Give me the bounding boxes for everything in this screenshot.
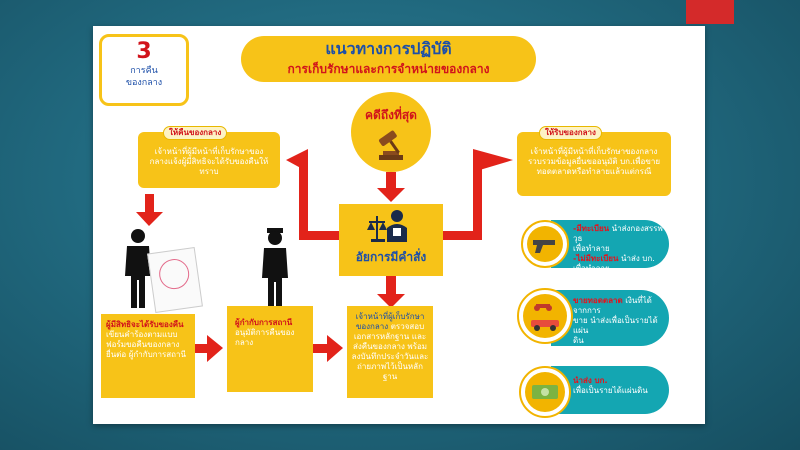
item2-l2: ขาย นำส่งเพื่อเป็นรายได้แผ่น bbox=[573, 316, 658, 335]
badge-line2: ของกลาง bbox=[125, 78, 163, 88]
step-return-box: เจ้าหน้าที่ผู้เก็บรักษาของกลาง ตรวจสอบเอ… bbox=[347, 306, 433, 398]
step2-text: อนุมัติการคืนของกลาง bbox=[235, 328, 295, 347]
step1-highlight: ผู้มีสิทธิจะได้รับของคืน bbox=[106, 320, 184, 329]
prosecutor-icon bbox=[367, 210, 407, 242]
item2-hl1: ขายทอดตลาด bbox=[573, 296, 623, 305]
forfeit-evidence-tag: ให้ริบของกลาง bbox=[539, 126, 602, 140]
arrow-head bbox=[377, 294, 405, 308]
arrow-head bbox=[207, 335, 223, 362]
arrow-shaft bbox=[473, 158, 482, 240]
item1-l3: นำส่ง บก. bbox=[618, 254, 655, 263]
police-officer-icon bbox=[262, 228, 288, 308]
arrow-head bbox=[377, 188, 405, 202]
arrow-shaft bbox=[193, 344, 209, 353]
step1-text: เขียนคำร้องตามแบบฟอร์มขอคืนของกลาง ยื่นต… bbox=[106, 330, 186, 359]
item3-hl1: นำส่ง บก. bbox=[573, 376, 608, 385]
request-form-image bbox=[147, 246, 203, 314]
vehicle-icon bbox=[517, 288, 573, 344]
item1-hl3: -ไม่มีทะเบียน bbox=[573, 254, 619, 263]
prosecutor-order-node: อัยการมีคำสั่ง bbox=[339, 204, 443, 276]
badge-number: 3 bbox=[136, 39, 152, 64]
final-judgment-node: คดีถึงที่สุด bbox=[351, 92, 431, 172]
step3-text: ตรวจสอบเอกสารหลักฐาน และส่งคืนของกลาง พร… bbox=[351, 322, 429, 381]
item1-l4: เพื่อทำลาย bbox=[573, 264, 610, 273]
step-approval-box: ผู้กำกับการสถานี อนุมัติการคืนของกลาง bbox=[227, 306, 313, 392]
arrow-head bbox=[327, 335, 343, 362]
person-icon bbox=[125, 229, 151, 308]
forfeit-item-firearms: -มีทะเบียน นำส่งกองสรรพวุธ เพื่อทำลาย -ไ… bbox=[551, 220, 669, 273]
decorative-red-block bbox=[686, 0, 734, 24]
page-title: แนวทางการปฏิบัติ bbox=[325, 39, 452, 58]
item2-l3: ดิน bbox=[573, 336, 584, 345]
final-judgment-label: คดีถึงที่สุด bbox=[365, 108, 417, 122]
arrow-head bbox=[473, 149, 513, 172]
gavel-icon bbox=[379, 130, 403, 160]
money-icon bbox=[519, 366, 571, 418]
arrow-shaft bbox=[386, 172, 396, 190]
step-petition-box: ผู้มีสิทธิจะได้รับของคืน เขียนคำร้องตามแ… bbox=[101, 314, 195, 398]
arrow-head bbox=[136, 212, 163, 226]
return-evidence-box: เจ้าหน้าที่ผู้มีหน้าที่เก็บรักษาของกลางแ… bbox=[138, 132, 280, 188]
title-banner: แนวทางการปฏิบัติ การเก็บรักษาและการจำหน่… bbox=[241, 36, 536, 82]
step2-highlight: ผู้กำกับการสถานี bbox=[235, 318, 293, 327]
page-subtitle: การเก็บรักษาและการจำหน่ายของกลาง bbox=[287, 62, 490, 76]
arrow-shaft bbox=[313, 344, 329, 353]
forfeit-evidence-box: เจ้าหน้าที่ผู้มีหน้าที่เก็บรักษาของกลางร… bbox=[517, 132, 671, 196]
arrow-shaft bbox=[441, 231, 481, 240]
arrow-head bbox=[286, 149, 308, 172]
step3-highlight: เจ้าหน้าที่ผู้เก็บรักษาของกลาง bbox=[355, 312, 425, 331]
flow-arrows bbox=[136, 149, 513, 362]
return-evidence-tag: ให้คืนของกลาง bbox=[163, 126, 228, 140]
item2-l1: เงินที่ได้จากการ bbox=[573, 296, 652, 315]
badge-line1: การคืน bbox=[130, 66, 158, 76]
item1-l2: เพื่อทำลาย bbox=[573, 244, 610, 253]
arrow-shaft bbox=[145, 194, 154, 214]
arrow-shaft bbox=[386, 276, 396, 296]
gun-icon bbox=[521, 220, 569, 268]
item1-l1: นำส่งกองสรรพวุธ bbox=[573, 224, 663, 243]
prosecutor-label: อัยการมีคำสั่ง bbox=[355, 250, 427, 264]
forfeit-evidence-text: เจ้าหน้าที่ผู้มีหน้าที่เก็บรักษาของกลางร… bbox=[527, 147, 661, 176]
arrow-shaft bbox=[299, 231, 339, 240]
return-evidence-text: เจ้าหน้าที่ผู้มีหน้าที่เก็บรักษาของกลางแ… bbox=[149, 147, 269, 176]
section-badge: 3 การคืน ของกลาง bbox=[99, 34, 189, 106]
infographic-slide: 3 การคืน ของกลาง แนวทางการปฏิบัติ การเก็… bbox=[93, 26, 705, 424]
item1-hl1: -มีทะเบียน bbox=[573, 224, 610, 233]
arrow-shaft bbox=[299, 158, 308, 240]
item3-l2: เพื่อเป็นรายได้แผ่นดิน bbox=[573, 386, 648, 395]
